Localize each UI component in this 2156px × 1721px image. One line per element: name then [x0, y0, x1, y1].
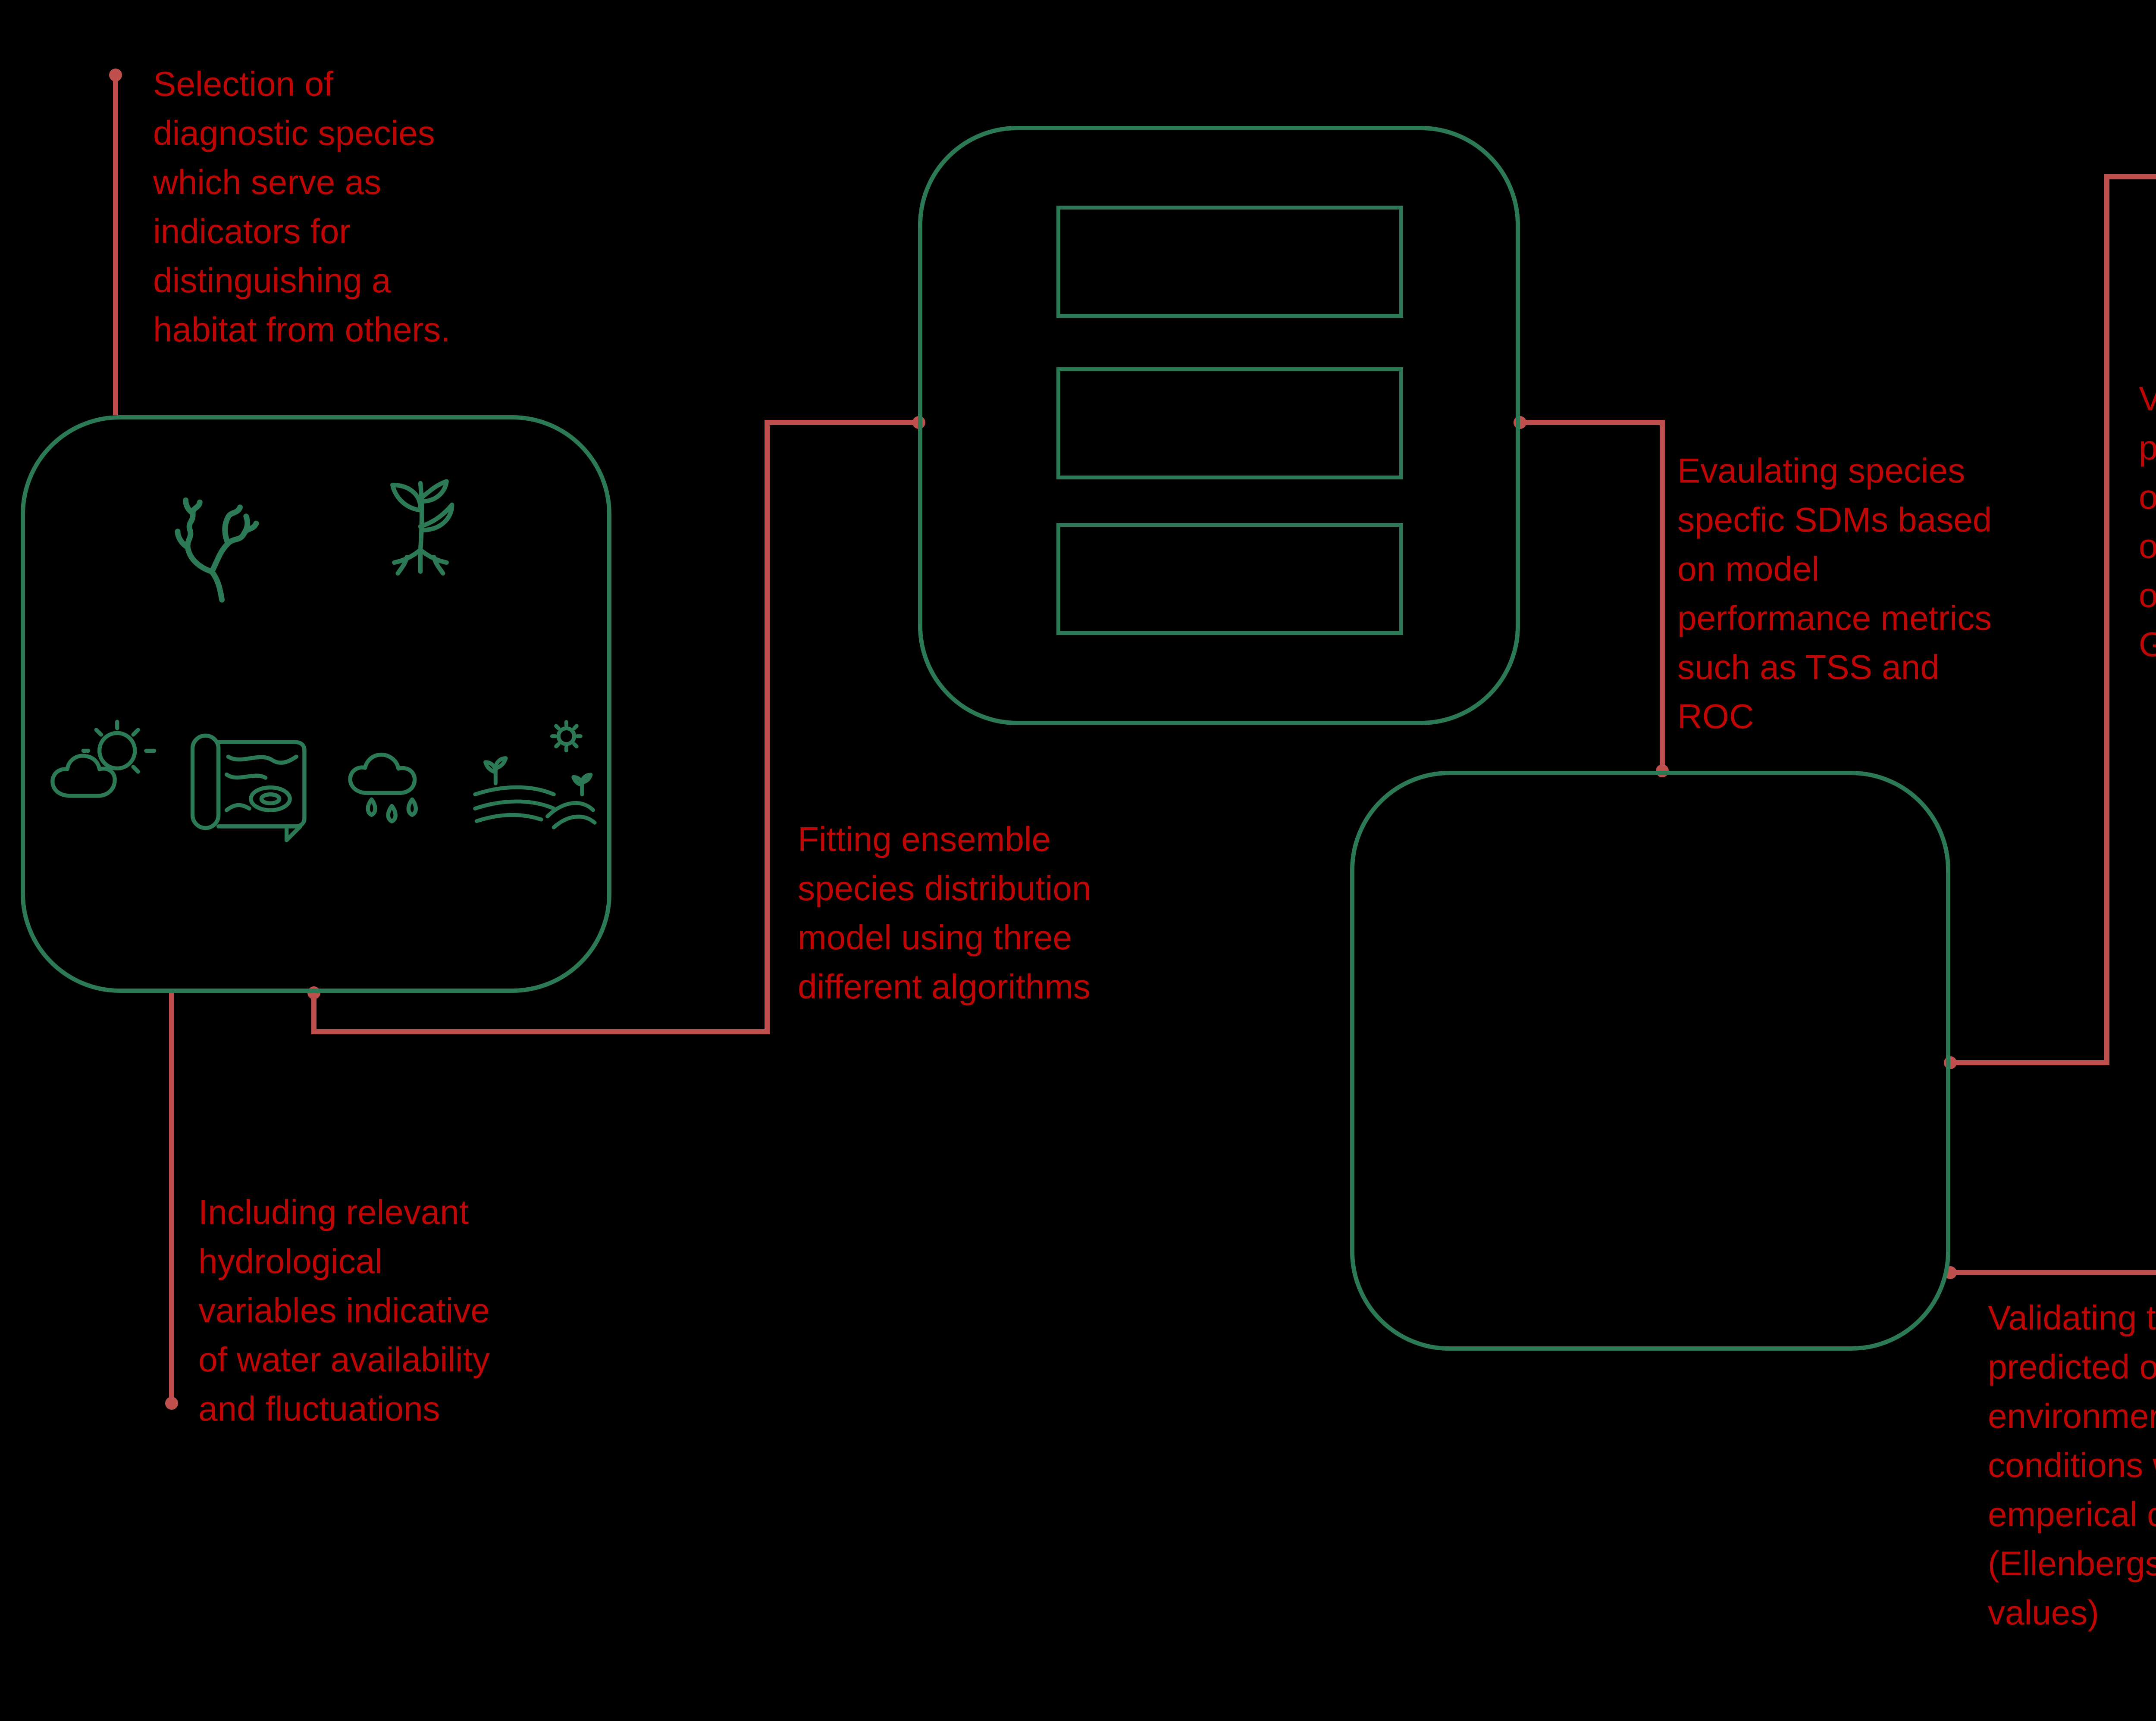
evaluation-box — [1350, 771, 1950, 1351]
annotation-fitting: Fitting ensemble species distribution mo… — [798, 820, 1091, 1006]
connector-fitting-seg4 — [767, 420, 919, 425]
model-slot-1 — [1056, 206, 1403, 318]
seedling-icon — [390, 479, 454, 576]
annotation-gbif: Validating the predicted occurrences wit… — [2139, 379, 2156, 663]
field-landscape-icon — [473, 720, 597, 829]
connector-hydrology-dot — [165, 1397, 178, 1410]
rain-cloud-icon — [348, 752, 418, 823]
connector-gbif-seg1 — [1950, 1060, 2109, 1065]
connector-fitting-seg1 — [311, 993, 317, 1034]
ensemble-model-box — [918, 126, 1520, 725]
lichen-icon — [175, 497, 259, 603]
model-slot-3 — [1056, 523, 1403, 635]
annotation-evaluating: Evaulating species specfic SDMs based on… — [1677, 451, 1992, 735]
annotation-selection: Selection of diagnostic species which se… — [153, 65, 451, 349]
connector-selection-dot — [109, 69, 122, 81]
connector-gbif-seg3 — [2104, 174, 2156, 179]
connector-fitting-seg2 — [311, 1029, 770, 1034]
connector-gbif-seg2 — [2104, 177, 2109, 1063]
connector-optimum-seg2 — [1950, 1270, 2156, 1275]
topographic-map-icon — [190, 733, 307, 842]
connector-hydrology-line — [169, 993, 174, 1403]
annotation-hydrological: Including relevant hydrological variable… — [198, 1193, 490, 1428]
connector-fitting-seg3 — [765, 420, 770, 1034]
diagnostic-species-box — [21, 415, 611, 993]
connector-selection-line — [113, 75, 118, 415]
connector-evaluating-seg1 — [1520, 420, 1665, 425]
sun-cloud-icon — [50, 720, 157, 798]
connector-evaluating-seg2 — [1660, 422, 1665, 771]
model-slot-2 — [1056, 367, 1403, 479]
annotation-optimum: Validating the predicted optimum environ… — [1988, 1299, 2156, 1632]
